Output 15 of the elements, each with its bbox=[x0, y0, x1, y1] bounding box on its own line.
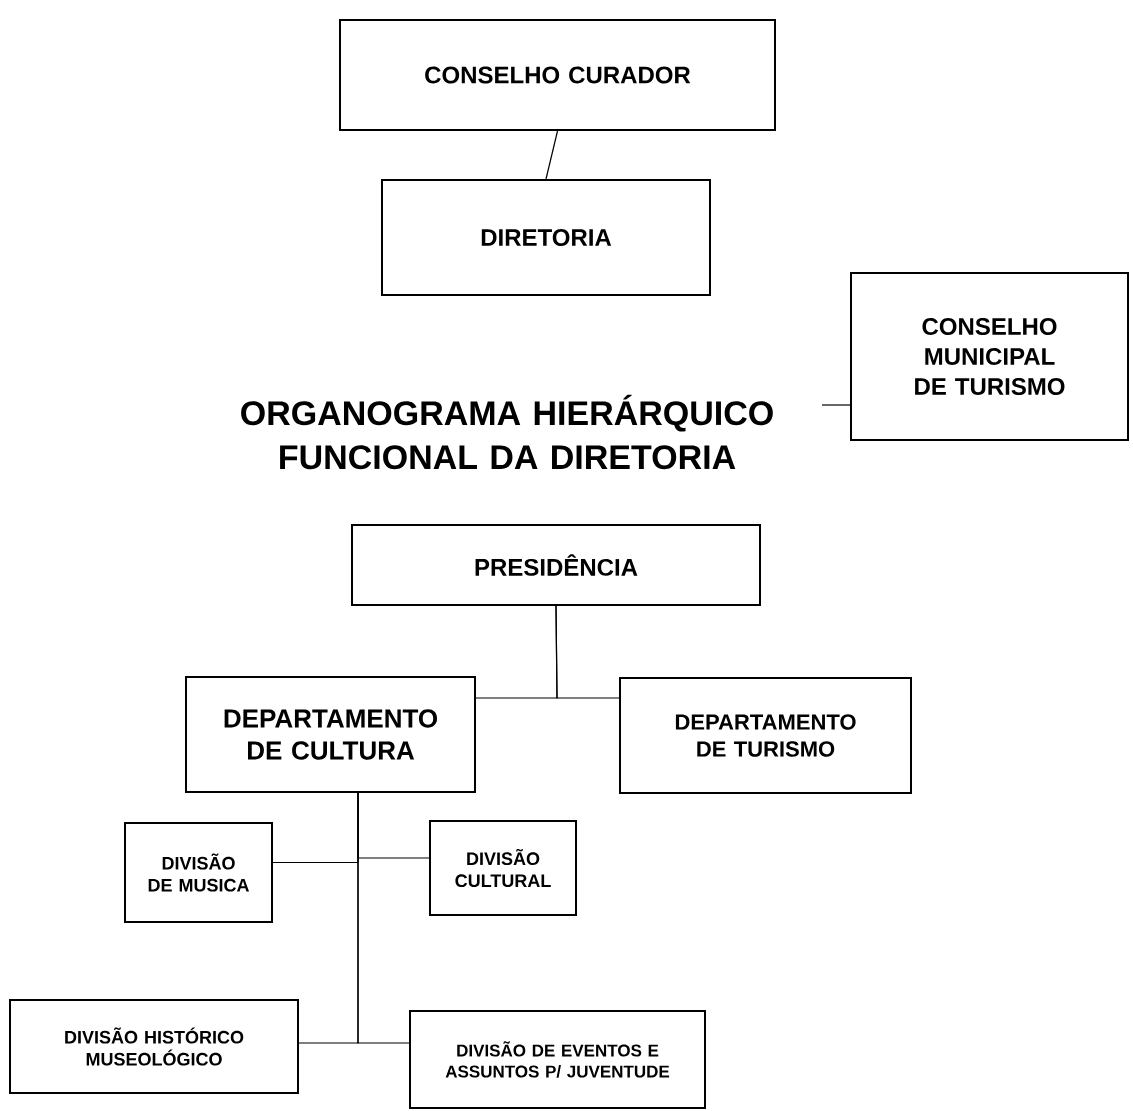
org-box: DIVISÃO DE EVENTOS E ASSUNTOS P/ JUVENTUDE bbox=[409, 1010, 706, 1109]
connector-line bbox=[555, 605, 621, 699]
org-box: DEPARTAMENTO DE CULTURA bbox=[185, 676, 476, 793]
title: ORGANOGRAMA HIERÁRQUICO FUNCIONAL DA DIRETORIA bbox=[241, 394, 773, 470]
org-box: CONSELHO CURADOR bbox=[339, 19, 776, 131]
org-box: DIVISÃO HISTÓRICO MUSEOLÓGICO bbox=[9, 999, 299, 1094]
org-box: DEPARTAMENTO DE TURISMO bbox=[619, 677, 912, 794]
connector-line bbox=[545, 130, 559, 180]
org-box: DIRETORIA bbox=[381, 179, 711, 296]
org-box: DIVISÃO DE MUSICA bbox=[124, 822, 273, 923]
connector-line bbox=[357, 791, 411, 1044]
org-box: DIVISÃO CULTURAL bbox=[429, 820, 577, 916]
org-box: PRESIDÊNCIA bbox=[351, 524, 761, 606]
org-box: CONSELHO MUNICIPAL DE TURISMO bbox=[850, 272, 1129, 441]
connector-line bbox=[821, 404, 851, 406]
